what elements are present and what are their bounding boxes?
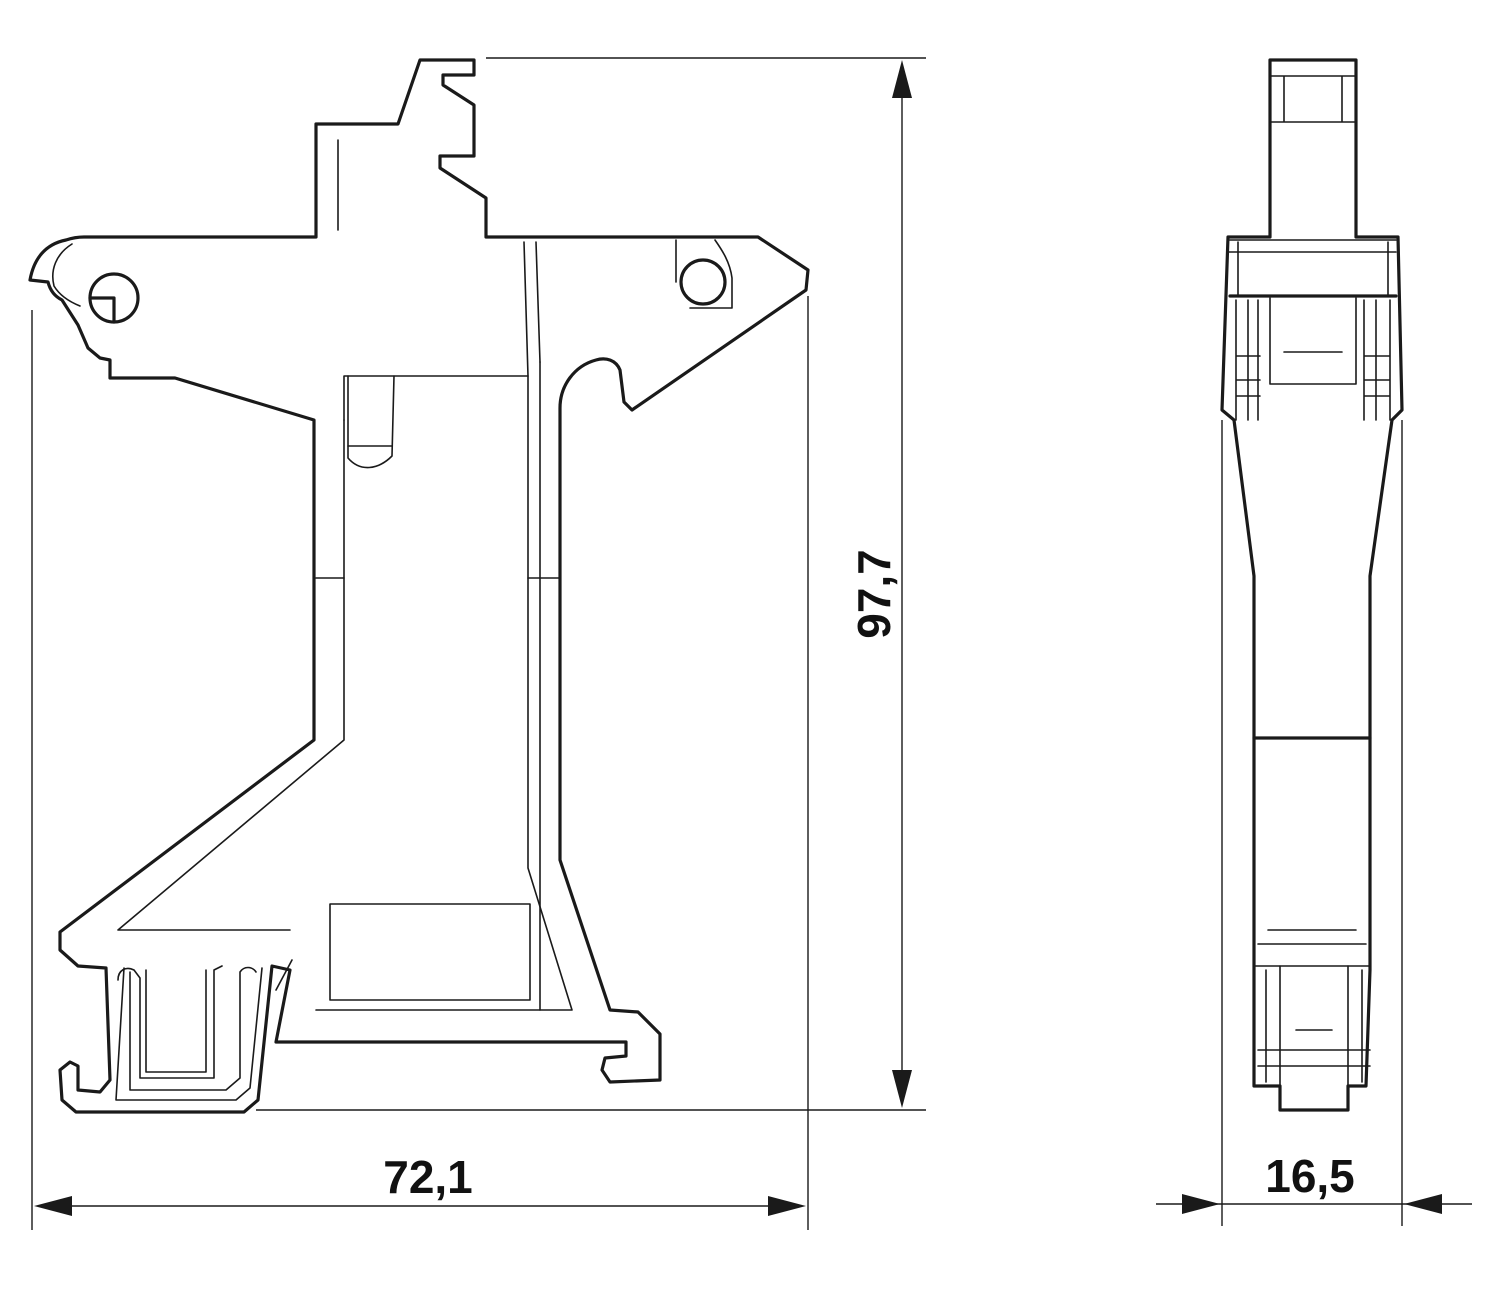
latch-pin [679,258,727,306]
height-arrow-top [892,60,912,98]
left-web [117,419,345,931]
side-foot [1257,965,1371,1087]
arm-junction-2 [535,241,541,363]
front-view [28,58,810,1114]
dimension-height: 97,7 [256,57,926,1111]
side-latch-right [1363,299,1391,421]
height-dimension-label: 97,7 [848,549,900,639]
pivot-hole-slot [88,296,116,324]
dimension-width: 72,1 [31,296,809,1230]
front-view-outline [28,58,810,1114]
side-top-inner [1269,75,1357,123]
side-view [1220,58,1404,1112]
thickness-arrow-right [1404,1194,1442,1214]
height-arrow-bottom [892,1070,912,1108]
side-view-outline [1220,58,1404,1112]
side-collar-lines [1227,239,1397,297]
side-window [1269,297,1357,385]
latch-pin-frame [675,239,733,309]
side-lower-lines [1253,929,1371,967]
width-arrow-left [34,1196,72,1216]
arm-junction [343,241,529,421]
dimension-thickness: 16,5 [1156,420,1472,1226]
label-plate [329,903,531,1001]
spring-tab [347,375,395,469]
width-arrow-right [768,1196,806,1216]
hinge-curl [52,243,81,307]
width-dimension-label: 72,1 [383,1151,473,1203]
thickness-dimension-label: 16,5 [1265,1150,1355,1202]
base-clip [115,965,263,1101]
side-latch-left [1235,299,1261,421]
thickness-arrow-left [1182,1194,1220,1214]
base-clip-line [275,959,293,991]
right-web [315,375,573,1011]
